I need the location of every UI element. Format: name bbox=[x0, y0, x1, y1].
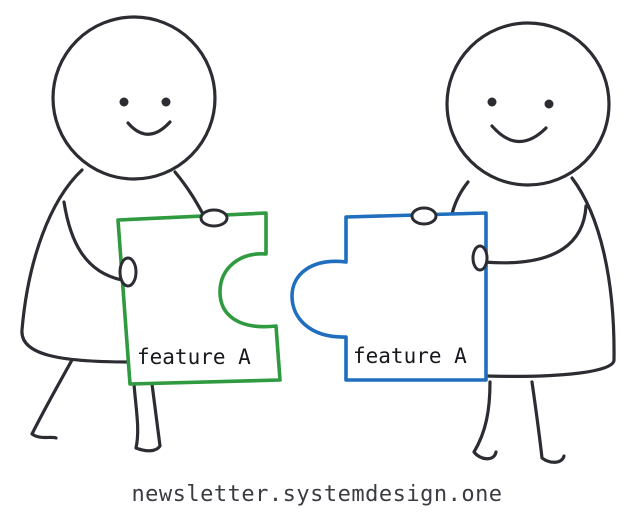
left-smile bbox=[126, 120, 172, 136]
left-stick-figure bbox=[20, 15, 217, 453]
right-arm bbox=[482, 204, 588, 265]
right-leg-front bbox=[530, 380, 566, 464]
right-puzzle-piece: feature A bbox=[290, 211, 488, 382]
right-head bbox=[445, 21, 611, 187]
left-body-outline bbox=[20, 168, 132, 364]
left-head bbox=[51, 15, 217, 181]
footer-url: newsletter.systemdesign.one bbox=[131, 482, 502, 507]
left-eye-right bbox=[161, 97, 171, 107]
right-eye-left bbox=[487, 97, 497, 107]
left-eye-left bbox=[119, 97, 129, 107]
right-smile bbox=[490, 124, 548, 144]
right-stick-figure bbox=[445, 21, 616, 464]
green-piece-shape bbox=[116, 211, 282, 386]
left-leg-front bbox=[132, 382, 162, 453]
left-leg-back bbox=[30, 358, 74, 440]
left-side-hand bbox=[118, 256, 138, 288]
left-top-hand bbox=[199, 208, 229, 228]
right-piece-label: feature A bbox=[353, 344, 467, 368]
right-shoulder bbox=[450, 180, 470, 216]
left-arm bbox=[62, 200, 124, 282]
left-shoulder bbox=[173, 170, 206, 218]
right-body-outline bbox=[484, 176, 616, 378]
left-piece-label: feature A bbox=[137, 345, 251, 369]
right-top-hand bbox=[410, 206, 438, 226]
right-eye-right bbox=[544, 99, 554, 109]
blue-piece-shape bbox=[290, 211, 488, 382]
left-puzzle-piece: feature A bbox=[116, 211, 282, 386]
right-side-hand bbox=[471, 244, 489, 272]
right-leg-back bbox=[472, 380, 498, 461]
